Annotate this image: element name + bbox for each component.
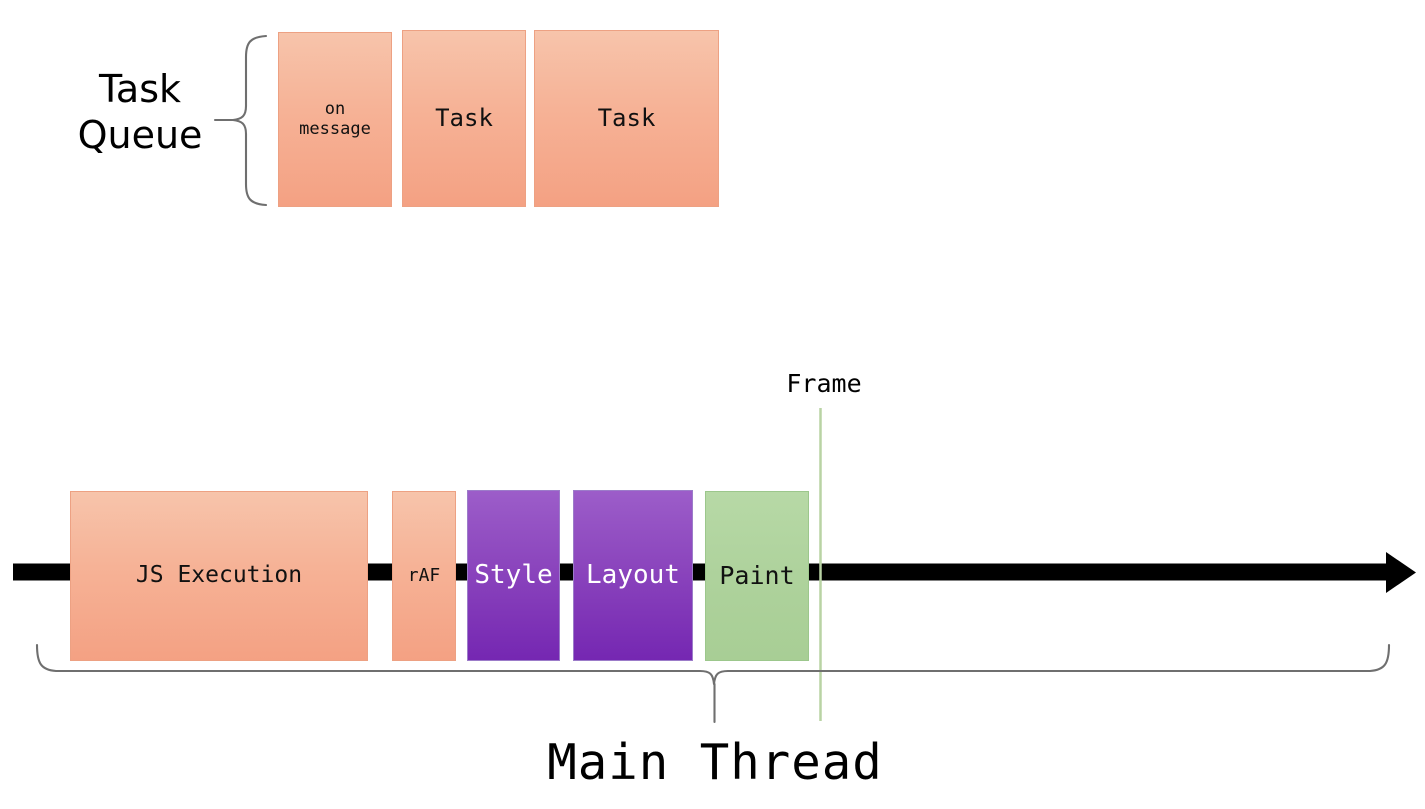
task-queue-label: Task Queue xyxy=(77,67,203,158)
task-queue-item-task-2[interactable]: Task xyxy=(534,30,719,207)
timeline-arrow-head xyxy=(1386,552,1416,593)
timeline-block-js-execution[interactable]: JS Execution xyxy=(70,491,368,661)
timeline-block-style[interactable]: Style xyxy=(467,490,560,661)
task-queue-item-on-message[interactable]: on message xyxy=(278,32,392,207)
frame-label: Frame xyxy=(786,369,862,398)
timeline-block-layout[interactable]: Layout xyxy=(573,490,693,661)
task-queue-item-task-1[interactable]: Task xyxy=(402,30,526,207)
timeline-block-raf[interactable]: rAF xyxy=(392,491,456,661)
main-thread-label: Main Thread xyxy=(547,734,883,791)
timeline-block-paint[interactable]: Paint xyxy=(705,491,809,661)
